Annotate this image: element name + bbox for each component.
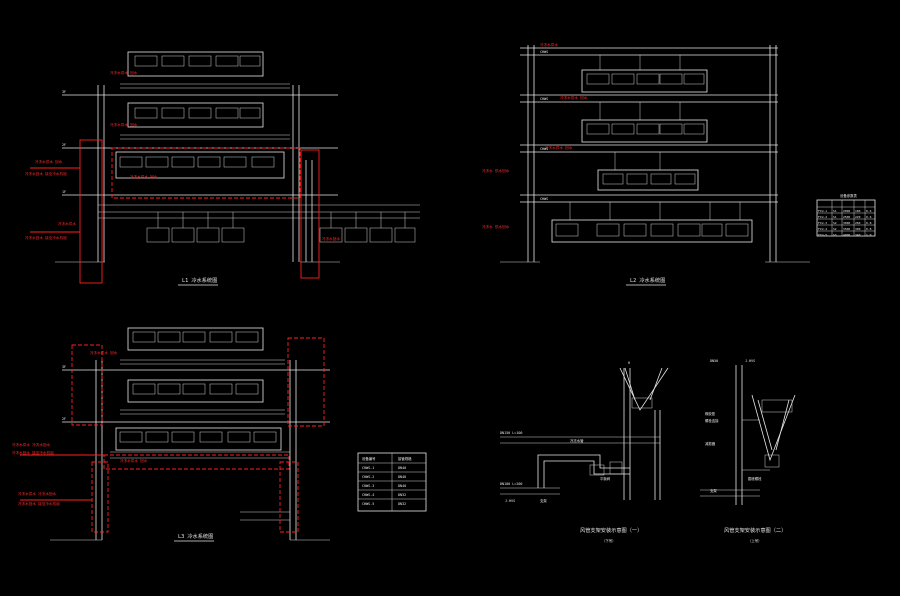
svg-text:J-HVS: J-HVS: [505, 499, 515, 503]
svg-text:冷冻水供水 回水: 冷冻水供水 回水: [130, 174, 158, 179]
parameter-table-cell: 300: [855, 227, 861, 231]
parameter-table-cell: 180: [855, 209, 861, 213]
svg-text:J-HVS: J-HVS: [745, 359, 755, 363]
svg-text:冷冻水回水 接至冷水机组: 冷冻水回水 接至冷水机组: [18, 501, 60, 506]
equipment-table-cell: DN40: [398, 466, 406, 470]
equipment-table-cell: CHWS-3: [362, 484, 374, 488]
parameter-table-cell: S3: [833, 233, 837, 237]
parameter-table-cell: S2: [833, 227, 837, 231]
parameter-table-cell: 260: [855, 221, 861, 225]
detail-2-subtitle: （上吊）: [748, 538, 762, 543]
svg-text:减振器: 减振器: [705, 441, 716, 446]
svg-text:平衡阀: 平衡阀: [600, 476, 611, 481]
svg-text:冷冻水 供水回水: 冷冻水 供水回水: [482, 168, 510, 173]
svg-text:冷冻水供水 回水: 冷冻水供水 回水: [110, 122, 138, 127]
detail-2-drawing: DN50 J-HVS 橡胶垫 螺栓连接 减振器 支架 膨胀螺栓: [700, 359, 796, 505]
svg-text:支架: 支架: [540, 498, 547, 503]
svg-text:冷冻水回水 接至冷水机组: 冷冻水回水 接至冷水机组: [12, 450, 54, 455]
svg-text:CHWS: CHWS: [540, 50, 548, 54]
svg-text:3F: 3F: [62, 365, 66, 369]
svg-text:螺栓连接: 螺栓连接: [705, 418, 719, 423]
svg-text:冷冻水供水: 冷冻水供水: [58, 221, 76, 226]
equipment-table-cell: CHWS-2: [362, 475, 374, 479]
svg-text:2F: 2F: [62, 143, 66, 147]
svg-text:冷冻水供水 冷冻水回水: 冷冻水供水 冷冻水回水: [12, 442, 51, 447]
parameter-table-cell: S2: [833, 221, 837, 225]
equipment-table-cell: DN32: [398, 493, 406, 497]
svg-text:支架: 支架: [710, 488, 717, 493]
equipment-table-cell: DN32: [398, 502, 406, 506]
l2-schematic: 冷冻水供水 冷冻水供水 回水 冷冻水供水 回水 冷冻水 供水回水 冷冻水 供水回…: [482, 42, 810, 263]
equipment-table-cell: CHWS-1: [362, 466, 374, 470]
parameter-table-cell: 0.6: [866, 209, 872, 213]
parameter-table-cell: 220: [855, 215, 861, 219]
parameter-table-cell: 2500: [843, 215, 850, 219]
svg-text:CHWS: CHWS: [540, 97, 548, 101]
svg-text:冷冻水回水 接至冷水机组: 冷冻水回水 接至冷水机组: [25, 171, 67, 176]
equipment-table-cell: CHWS-4: [362, 493, 374, 497]
equipment-table-header: 设备编号: [362, 456, 376, 461]
parameter-table-cell: FCU-5: [818, 233, 827, 237]
svg-text:1F: 1F: [62, 190, 66, 194]
l3-schematic: 冷冻水供水 回水 冷冻水供水 冷冻水回水 冷冻水回水 接至冷水机组 冷冻水供水 …: [12, 327, 330, 541]
svg-text:冷冻水供水 回水: 冷冻水供水 回水: [120, 458, 148, 463]
l2-title: L2 冷水系统图: [630, 276, 665, 284]
detail-1-drawing: DN150 L=100 DN100 L=200 冷冻水管 平衡阀 支架 J-HV…: [500, 361, 669, 503]
svg-text:冷冻水供水 回水: 冷冻水供水 回水: [545, 145, 573, 150]
parameter-table-cell: 1.0: [866, 233, 872, 237]
parameter-table-cell: 2000: [843, 209, 850, 213]
svg-text:冷冻水回水: 冷冻水回水: [322, 236, 340, 241]
parameter-table-cell: FCU-2: [818, 215, 827, 219]
svg-text:2F: 2F: [62, 417, 66, 421]
svg-text:CHWS: CHWS: [540, 147, 548, 151]
parameter-table-title: 设备参数表: [840, 193, 858, 198]
parameter-table-cell: 0.8: [866, 221, 872, 225]
parameter-table-cell: S1: [833, 215, 837, 219]
svg-text:冷冻水供水 回水: 冷冻水供水 回水: [35, 159, 63, 164]
l3-title: L3 冷水系统图: [178, 532, 213, 540]
parameter-table-cell: 3000: [843, 221, 850, 225]
detail-1-subtitle: （下吊）: [602, 538, 616, 543]
equipment-table-cell: DN40: [398, 484, 406, 488]
parameter-table-cell: 4000: [843, 233, 850, 237]
l1-title: L1 冷水系统图: [182, 276, 217, 284]
svg-text:冷冻水回水 接至冷水机组: 冷冻水回水 接至冷水机组: [25, 235, 67, 240]
svg-text:冷冻水供水 回水: 冷冻水供水 回水: [560, 95, 588, 100]
parameter-table-cell: 3500: [843, 227, 850, 231]
svg-text:冷冻水供水 回水: 冷冻水供水 回水: [110, 70, 138, 75]
svg-text:橡胶垫: 橡胶垫: [705, 411, 716, 416]
parameter-table-cell: 0.6: [866, 215, 872, 219]
svg-text:冷冻水供水 冷冻水回水: 冷冻水供水 冷冻水回水: [18, 491, 57, 496]
svg-text:H: H: [628, 361, 630, 365]
svg-text:3F: 3F: [62, 90, 66, 94]
equipment-table-cell: DN40: [398, 475, 406, 479]
svg-text:CHWS: CHWS: [540, 197, 548, 201]
detail-1-title: 风管支架安装示意图（一）: [580, 526, 642, 534]
parameter-table-cell: FCU-3: [818, 221, 827, 225]
svg-text:冷冻水供水: 冷冻水供水: [540, 42, 558, 47]
l1-schematic: 冷冻水供水 回水 冷冻水供水 回水 冷冻水供水 回水 冷冻水回水 接至冷水机组 …: [25, 51, 420, 284]
parameter-table-cell: 0.8: [866, 227, 872, 231]
parameter-table-cell: 340: [855, 233, 861, 237]
svg-text:DN50: DN50: [710, 359, 718, 363]
svg-text:冷冻水供水 回水: 冷冻水供水 回水: [90, 350, 118, 355]
detail-2-title: 风管支架安装示意图（二）: [724, 526, 786, 534]
svg-text:膨胀螺栓: 膨胀螺栓: [748, 476, 762, 481]
equipment-table-header: 接管规格: [398, 456, 412, 461]
svg-text:冷冻水管: 冷冻水管: [570, 438, 584, 443]
equipment-table-cell: CHWS-5: [362, 502, 374, 506]
svg-text:DN150 L=100: DN150 L=100: [500, 431, 522, 435]
parameter-table-cell: FCU-1: [818, 209, 827, 213]
svg-text:DN100 L=200: DN100 L=200: [500, 482, 522, 486]
parameter-table-cell: S1: [833, 209, 837, 213]
svg-text:冷冻水 供水回水: 冷冻水 供水回水: [482, 224, 510, 229]
parameter-table-cell: FCU-4: [818, 227, 827, 231]
